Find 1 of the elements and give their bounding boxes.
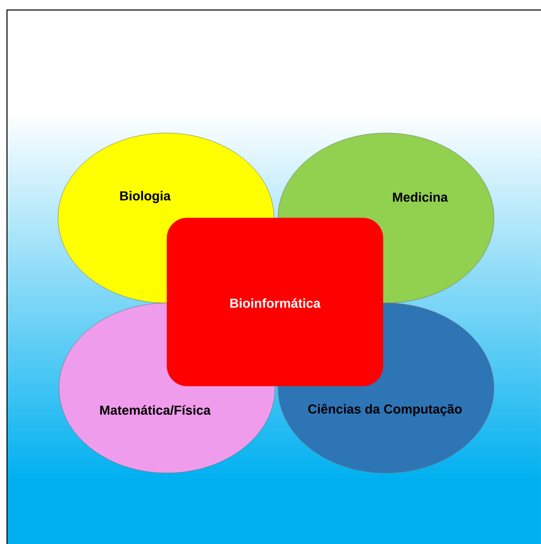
rounded-box: Bioinformática: [166, 218, 384, 386]
